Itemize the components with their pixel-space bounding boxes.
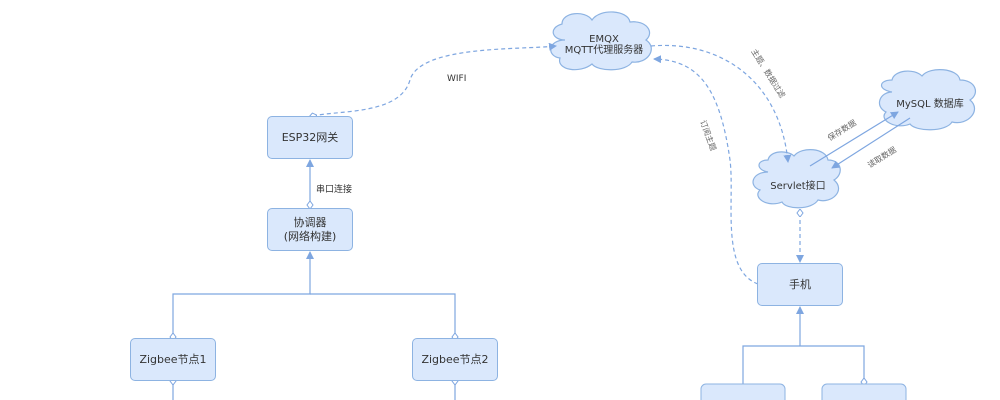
edge-phone-emqx-subscribe — [653, 55, 759, 285]
servlet-label: Servlet接口 — [770, 180, 826, 192]
esp32-gateway-label: ESP32网关 — [281, 130, 339, 144]
coordinator-sublabel: (网络构建) — [283, 229, 337, 243]
edge-phone-branch — [743, 345, 864, 383]
phone-label: 手机 — [789, 277, 811, 291]
edge-emqx-servlet — [650, 44, 792, 163]
phone-child-box-2 — [821, 383, 907, 400]
zigbee-node-1-label: Zigbee节点1 — [139, 352, 207, 366]
phone-child-box-1 — [700, 383, 786, 400]
mysql-cloud-shape — [878, 69, 977, 131]
emqx-cloud-shape — [550, 11, 652, 71]
emqx-label: EMQX MQTT代理服务器 — [556, 30, 652, 60]
phone-node: 手机 — [757, 263, 843, 306]
zigbee-node-1: Zigbee节点1 — [130, 338, 216, 381]
edge-servlet-to-mysql — [809, 111, 899, 167]
servlet-cloud-shape — [752, 149, 841, 209]
edge-mysql-to-servlet — [831, 117, 911, 169]
emqx-subtitle: MQTT代理服务器 — [564, 45, 644, 56]
edge-zigbee2-coordinator — [310, 293, 455, 337]
emqx-title: EMQX — [589, 34, 619, 45]
zigbee-node-2-label: Zigbee节点2 — [421, 352, 489, 366]
edge-esp32-emqx-wifi — [313, 46, 556, 116]
wifi-label: WIFI — [447, 74, 467, 84]
edge-zigbee1-coordinator — [173, 252, 310, 337]
mysql-label: MySQL 数据库 — [896, 98, 964, 110]
zigbee-node-2: Zigbee节点2 — [412, 338, 498, 381]
esp32-gateway-node: ESP32网关 — [267, 116, 353, 159]
coordinator-label: 协调器 — [293, 215, 327, 229]
serial-label: 串口连接 — [316, 185, 353, 195]
coordinator-node: 协调器 (网络构建) — [267, 208, 353, 251]
